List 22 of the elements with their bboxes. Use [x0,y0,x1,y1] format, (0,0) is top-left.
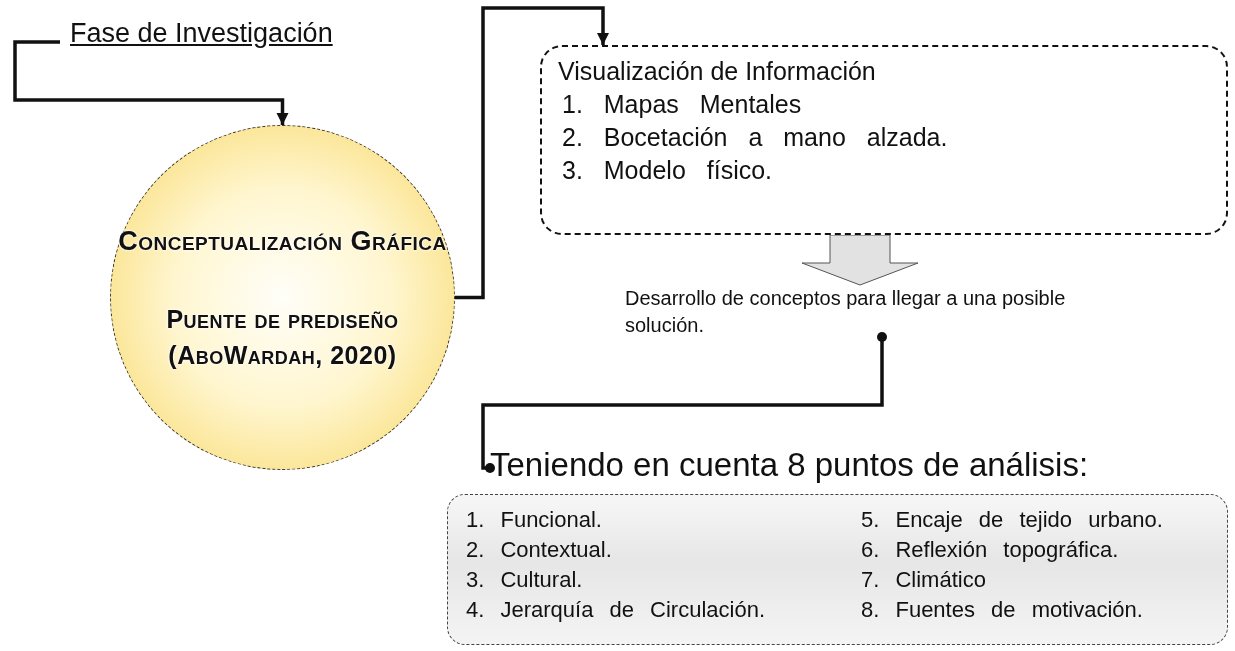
note-text: Desarrollo de conceptos para llegar a una posible solución. [625,287,1066,336]
heading-text: Fase de Investigación [69,18,333,49]
connector-arrow [13,40,289,125]
list-item: 2. Contextual. [466,536,612,564]
list-item: 6. Reflexión topográfica. [861,536,1119,564]
connector-arrow [455,6,609,300]
box-heading: Visualización de Información [558,56,876,87]
heading-text: Teniendo en cuenta 8 puntos de análisis: [490,446,1089,483]
list-item: 1. Funcional. [466,506,602,534]
list-item: 2. Bocetación a mano alzada. [561,122,948,153]
process-box [540,45,1228,235]
list-item: 3. Cultural. [466,566,583,594]
circle-text: Conceptualización Gráfica [118,224,447,258]
list-item: 3. Modelo físico. [561,155,773,186]
block-arrow [801,234,919,286]
circle-text: Puente de prediseño (AboWardah, 2020) [165,303,400,372]
list-item: 4. Jerarquía de Circulación. [466,596,766,624]
list-item: 5. Encaje de tejido urbano. [861,506,1163,534]
list-item: 7. Climático [861,566,986,594]
list-item: 1. Mapas Mentales [561,89,802,120]
list-item: 8. Fuentes de motivación. [861,596,1143,624]
list-box [447,494,1228,645]
